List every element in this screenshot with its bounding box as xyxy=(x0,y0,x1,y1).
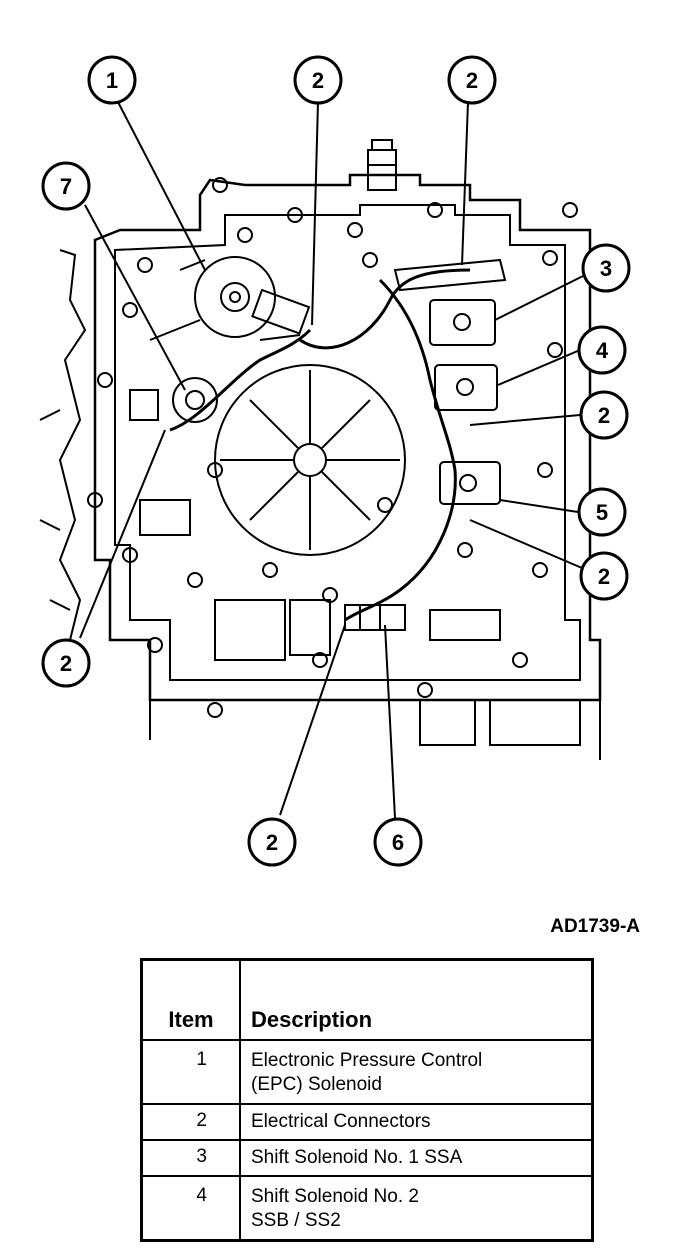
callout-5: 5 xyxy=(577,487,627,537)
svg-text:2: 2 xyxy=(60,651,72,676)
description-line: Electrical Connectors xyxy=(251,1111,431,1132)
callout-3: 3 xyxy=(581,243,631,293)
legend-row: 2 Electrical Connectors xyxy=(140,1103,594,1141)
callouts: 1 2 2 3 4 7 2 5 xyxy=(41,55,631,867)
legend-item-number: 4 xyxy=(140,1175,241,1242)
description-line: (EPC) Solenoid xyxy=(251,1074,382,1095)
legend-item-number: 3 xyxy=(140,1139,241,1177)
legend-table: Item Description 1 Electronic Pressure C… xyxy=(140,958,594,1242)
legend-row: 4 Shift Solenoid No. 2 SSB / SS2 xyxy=(140,1175,594,1242)
callout-2-right-mid: 2 xyxy=(579,390,629,440)
callout-7: 7 xyxy=(41,161,91,211)
callout-4: 4 xyxy=(577,325,627,375)
svg-text:2: 2 xyxy=(266,830,278,855)
svg-text:6: 6 xyxy=(392,830,404,855)
svg-text:5: 5 xyxy=(596,500,608,525)
legend-row: 1 Electronic Pressure Control (EPC) Sole… xyxy=(140,1039,594,1105)
legend-row: 3 Shift Solenoid No. 1 SSA xyxy=(140,1139,594,1177)
legend-header-row: Item Description xyxy=(140,958,594,1041)
svg-text:3: 3 xyxy=(600,256,612,281)
callout-1: 1 xyxy=(87,55,137,105)
description-line: Electronic Pressure Control xyxy=(251,1050,483,1071)
callout-2-top-right: 2 xyxy=(447,55,497,105)
legend-item-description: Shift Solenoid No. 2 SSB / SS2 xyxy=(239,1175,594,1242)
svg-text:2: 2 xyxy=(312,68,324,93)
figure-id: AD1739-A xyxy=(550,916,640,937)
svg-text:2: 2 xyxy=(598,564,610,589)
svg-text:2: 2 xyxy=(598,403,610,428)
legend-item-description: Electronic Pressure Control (EPC) Soleno… xyxy=(239,1039,594,1105)
callout-2-right-low: 2 xyxy=(579,551,629,601)
legend-header-description: Description xyxy=(239,958,594,1041)
leader-lines xyxy=(79,101,586,819)
legend-item-description: Shift Solenoid No. 1 SSA xyxy=(239,1139,594,1177)
callout-2-top: 2 xyxy=(293,55,343,105)
legend-header-item: Item xyxy=(140,958,241,1041)
valve-body-illustration xyxy=(39,139,602,760)
svg-text:7: 7 xyxy=(60,174,72,199)
callout-2-bottom: 2 xyxy=(247,817,297,867)
description-line: Shift Solenoid No. 1 SSA xyxy=(251,1147,463,1168)
svg-text:2: 2 xyxy=(466,68,478,93)
svg-text:1: 1 xyxy=(106,68,118,93)
description-line: SSB / SS2 xyxy=(251,1210,341,1231)
legend-item-number: 1 xyxy=(140,1039,241,1105)
description-line: Shift Solenoid No. 2 xyxy=(251,1186,419,1207)
legend-item-description: Electrical Connectors xyxy=(239,1103,594,1141)
valve-body-diagram: 1 2 2 3 4 7 2 5 xyxy=(39,55,631,867)
svg-text:4: 4 xyxy=(596,338,609,363)
callout-6: 6 xyxy=(373,817,423,867)
bolt-holes xyxy=(87,177,578,718)
callout-2-left: 2 xyxy=(41,638,91,688)
legend-item-number: 2 xyxy=(140,1103,241,1141)
